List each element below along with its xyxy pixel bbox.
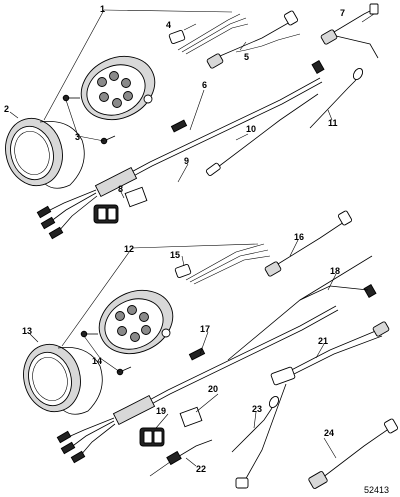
- callout-10: 10: [246, 124, 256, 134]
- switch-19: [139, 427, 165, 447]
- wire-fan-12: [185, 243, 271, 285]
- callout-11: 11: [328, 118, 338, 128]
- callout-14: 14: [92, 356, 102, 366]
- connector-20: [179, 406, 203, 428]
- wire-assembly-7: [320, 3, 379, 59]
- tie-strap-11: [309, 67, 364, 129]
- callout-7: 7: [340, 8, 345, 18]
- upper-assembly: [5, 3, 379, 240]
- callout-9: 9: [184, 156, 189, 166]
- callout-1: 1: [100, 4, 105, 14]
- gauge-housing-lower: [98, 289, 174, 355]
- callout-8: 8: [118, 184, 123, 194]
- gauge-housing-upper: [80, 55, 156, 121]
- callout-labels: 1 2 3 4 5 6 7 8 9 10 11 12 13 14 15 16 1…: [4, 4, 389, 495]
- leaders-upper: [9, 9, 375, 199]
- callout-19: 19: [156, 406, 166, 416]
- callout-24: 24: [324, 428, 334, 438]
- callout-17: 17: [200, 324, 210, 334]
- callout-20: 20: [208, 384, 218, 394]
- lower-assembly: [23, 210, 399, 489]
- callout-3: 3: [75, 132, 80, 142]
- callout-13: 13: [22, 326, 32, 336]
- callout-6: 6: [202, 80, 207, 90]
- cable-24: [308, 418, 399, 489]
- callout-15: 15: [170, 250, 180, 260]
- callout-18: 18: [330, 266, 340, 276]
- lead-16: [264, 210, 353, 277]
- callout-21: 21: [318, 336, 328, 346]
- callout-22: 22: [196, 464, 206, 474]
- sensor-lead-10: [205, 60, 325, 177]
- harness-21: [235, 321, 390, 489]
- callout-12: 12: [124, 244, 134, 254]
- lead-5: [206, 10, 301, 69]
- connector-15: [174, 264, 192, 278]
- callout-2: 2: [4, 104, 9, 114]
- connector-4: [168, 23, 197, 44]
- gauge-bezel-upper: [5, 117, 85, 189]
- wire-18: [227, 255, 377, 361]
- switch-8: [93, 204, 119, 224]
- callout-16: 16: [294, 232, 304, 242]
- callout-4: 4: [166, 20, 171, 30]
- harness-upper: [36, 77, 323, 240]
- wire-fan-1: [177, 13, 249, 55]
- callout-23: 23: [252, 404, 262, 414]
- figure-number: 52413: [364, 485, 389, 495]
- tie-strap-23: [231, 395, 280, 453]
- gauge-bezel-lower: [23, 343, 103, 415]
- leaders-lower: [29, 239, 337, 467]
- callout-5: 5: [244, 52, 249, 62]
- wire-22: [149, 439, 213, 477]
- harness-lower: [56, 305, 339, 464]
